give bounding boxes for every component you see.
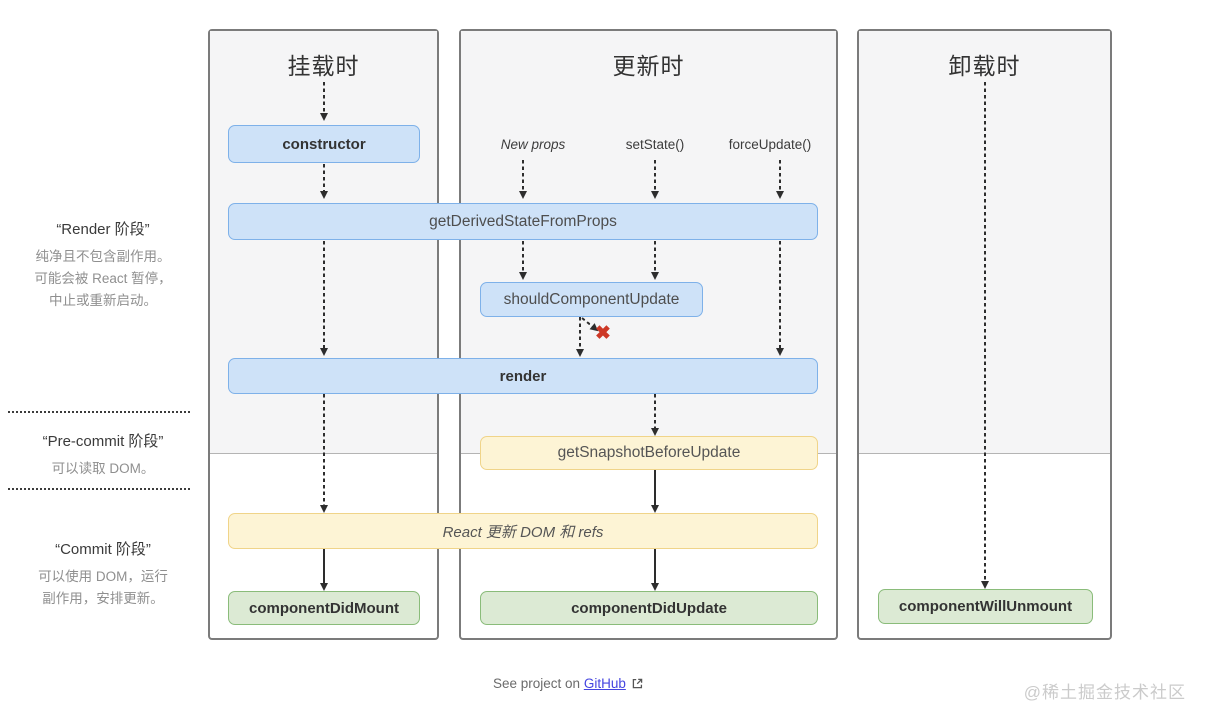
commit-phase-desc: 可以使用 DOM，运行 副作用，安排更新。 (38, 569, 168, 606)
box-get-derived-state-from-props[interactable]: getDerivedStateFromProps (228, 203, 818, 240)
arrow-constructor-to-getderived (323, 164, 325, 192)
render-phase-desc: 纯净且不包含副作用。 可能会被 React 暂停， 中止或重新启动。 (34, 249, 172, 308)
precommit-phase-label: “Pre-commit 阶段” 可以读取 DOM。 (8, 430, 198, 480)
phase-separator-top (8, 411, 190, 413)
trigger-force-update: forceUpdate() (728, 137, 812, 152)
render-phase-title: “Render 阶段” (56, 221, 150, 238)
arrow-render-to-reactupdates-mount (323, 394, 325, 506)
precommit-phase-desc: 可以读取 DOM。 (51, 461, 155, 476)
arrow-mounting-to-constructor (323, 82, 325, 114)
render-phase-label: “Render 阶段” 纯净且不包含副作用。 可能会被 React 暂停， 中止… (8, 218, 198, 312)
arrow-setstate-to-getderived (654, 160, 656, 192)
trigger-set-state: setState() (625, 137, 685, 152)
box-component-did-update[interactable]: componentDidUpdate (480, 591, 818, 625)
trigger-new-props: New props (500, 137, 566, 152)
column-updating-title: 更新时 (612, 53, 685, 79)
arrow-getderived-to-shouldupdate-mid (654, 241, 656, 273)
github-link[interactable]: GitHub (583, 676, 626, 691)
arrow-getderived-to-render-mount (323, 241, 325, 349)
precommit-phase-title: “Pre-commit 阶段” (42, 433, 164, 450)
no-update-icon: ✖ (595, 323, 611, 344)
arrow-render-to-getsnapshot (654, 394, 656, 429)
phase-separator-bottom (8, 488, 190, 490)
external-link-icon (632, 678, 643, 689)
column-unmounting-title: 卸载时 (948, 53, 1021, 79)
arrow-getsnapshot-to-reactupdates (654, 470, 656, 506)
arrow-reactupdates-to-didmount (323, 549, 325, 584)
box-constructor[interactable]: constructor (228, 125, 420, 163)
commit-phase-title: “Commit 阶段” (55, 541, 151, 558)
commit-phase-label: “Commit 阶段” 可以使用 DOM，运行 副作用，安排更新。 (8, 538, 198, 610)
box-component-will-unmount[interactable]: componentWillUnmount (878, 589, 1093, 624)
watermark: @稀土掘金技术社区 (1023, 683, 1186, 702)
phase-sidebar: “Render 阶段” 纯净且不包含副作用。 可能会被 React 暂停， 中止… (8, 0, 198, 721)
arrow-newprops-to-getderived (522, 160, 524, 192)
arrow-getderived-to-shouldupdate-left (522, 241, 524, 273)
column-mounting-title: 挂载时 (287, 53, 360, 79)
arrow-reactupdates-to-didupdate (654, 549, 656, 584)
arrow-unmounting-to-willunmount (984, 82, 986, 582)
arrow-forceupdate-to-getderived (779, 160, 781, 192)
footer: See project on GitHub (493, 676, 644, 691)
box-render[interactable]: render (228, 358, 818, 394)
arrow-shouldupdate-to-render (579, 317, 581, 350)
box-get-snapshot-before-update[interactable]: getSnapshotBeforeUpdate (480, 436, 818, 470)
footer-text: See project on (493, 676, 584, 691)
arrow-forceupdate-to-render (779, 241, 781, 349)
box-should-component-update[interactable]: shouldComponentUpdate (480, 282, 703, 317)
box-component-did-mount[interactable]: componentDidMount (228, 591, 420, 625)
box-react-updates-dom: React 更新 DOM 和 refs (228, 513, 818, 549)
